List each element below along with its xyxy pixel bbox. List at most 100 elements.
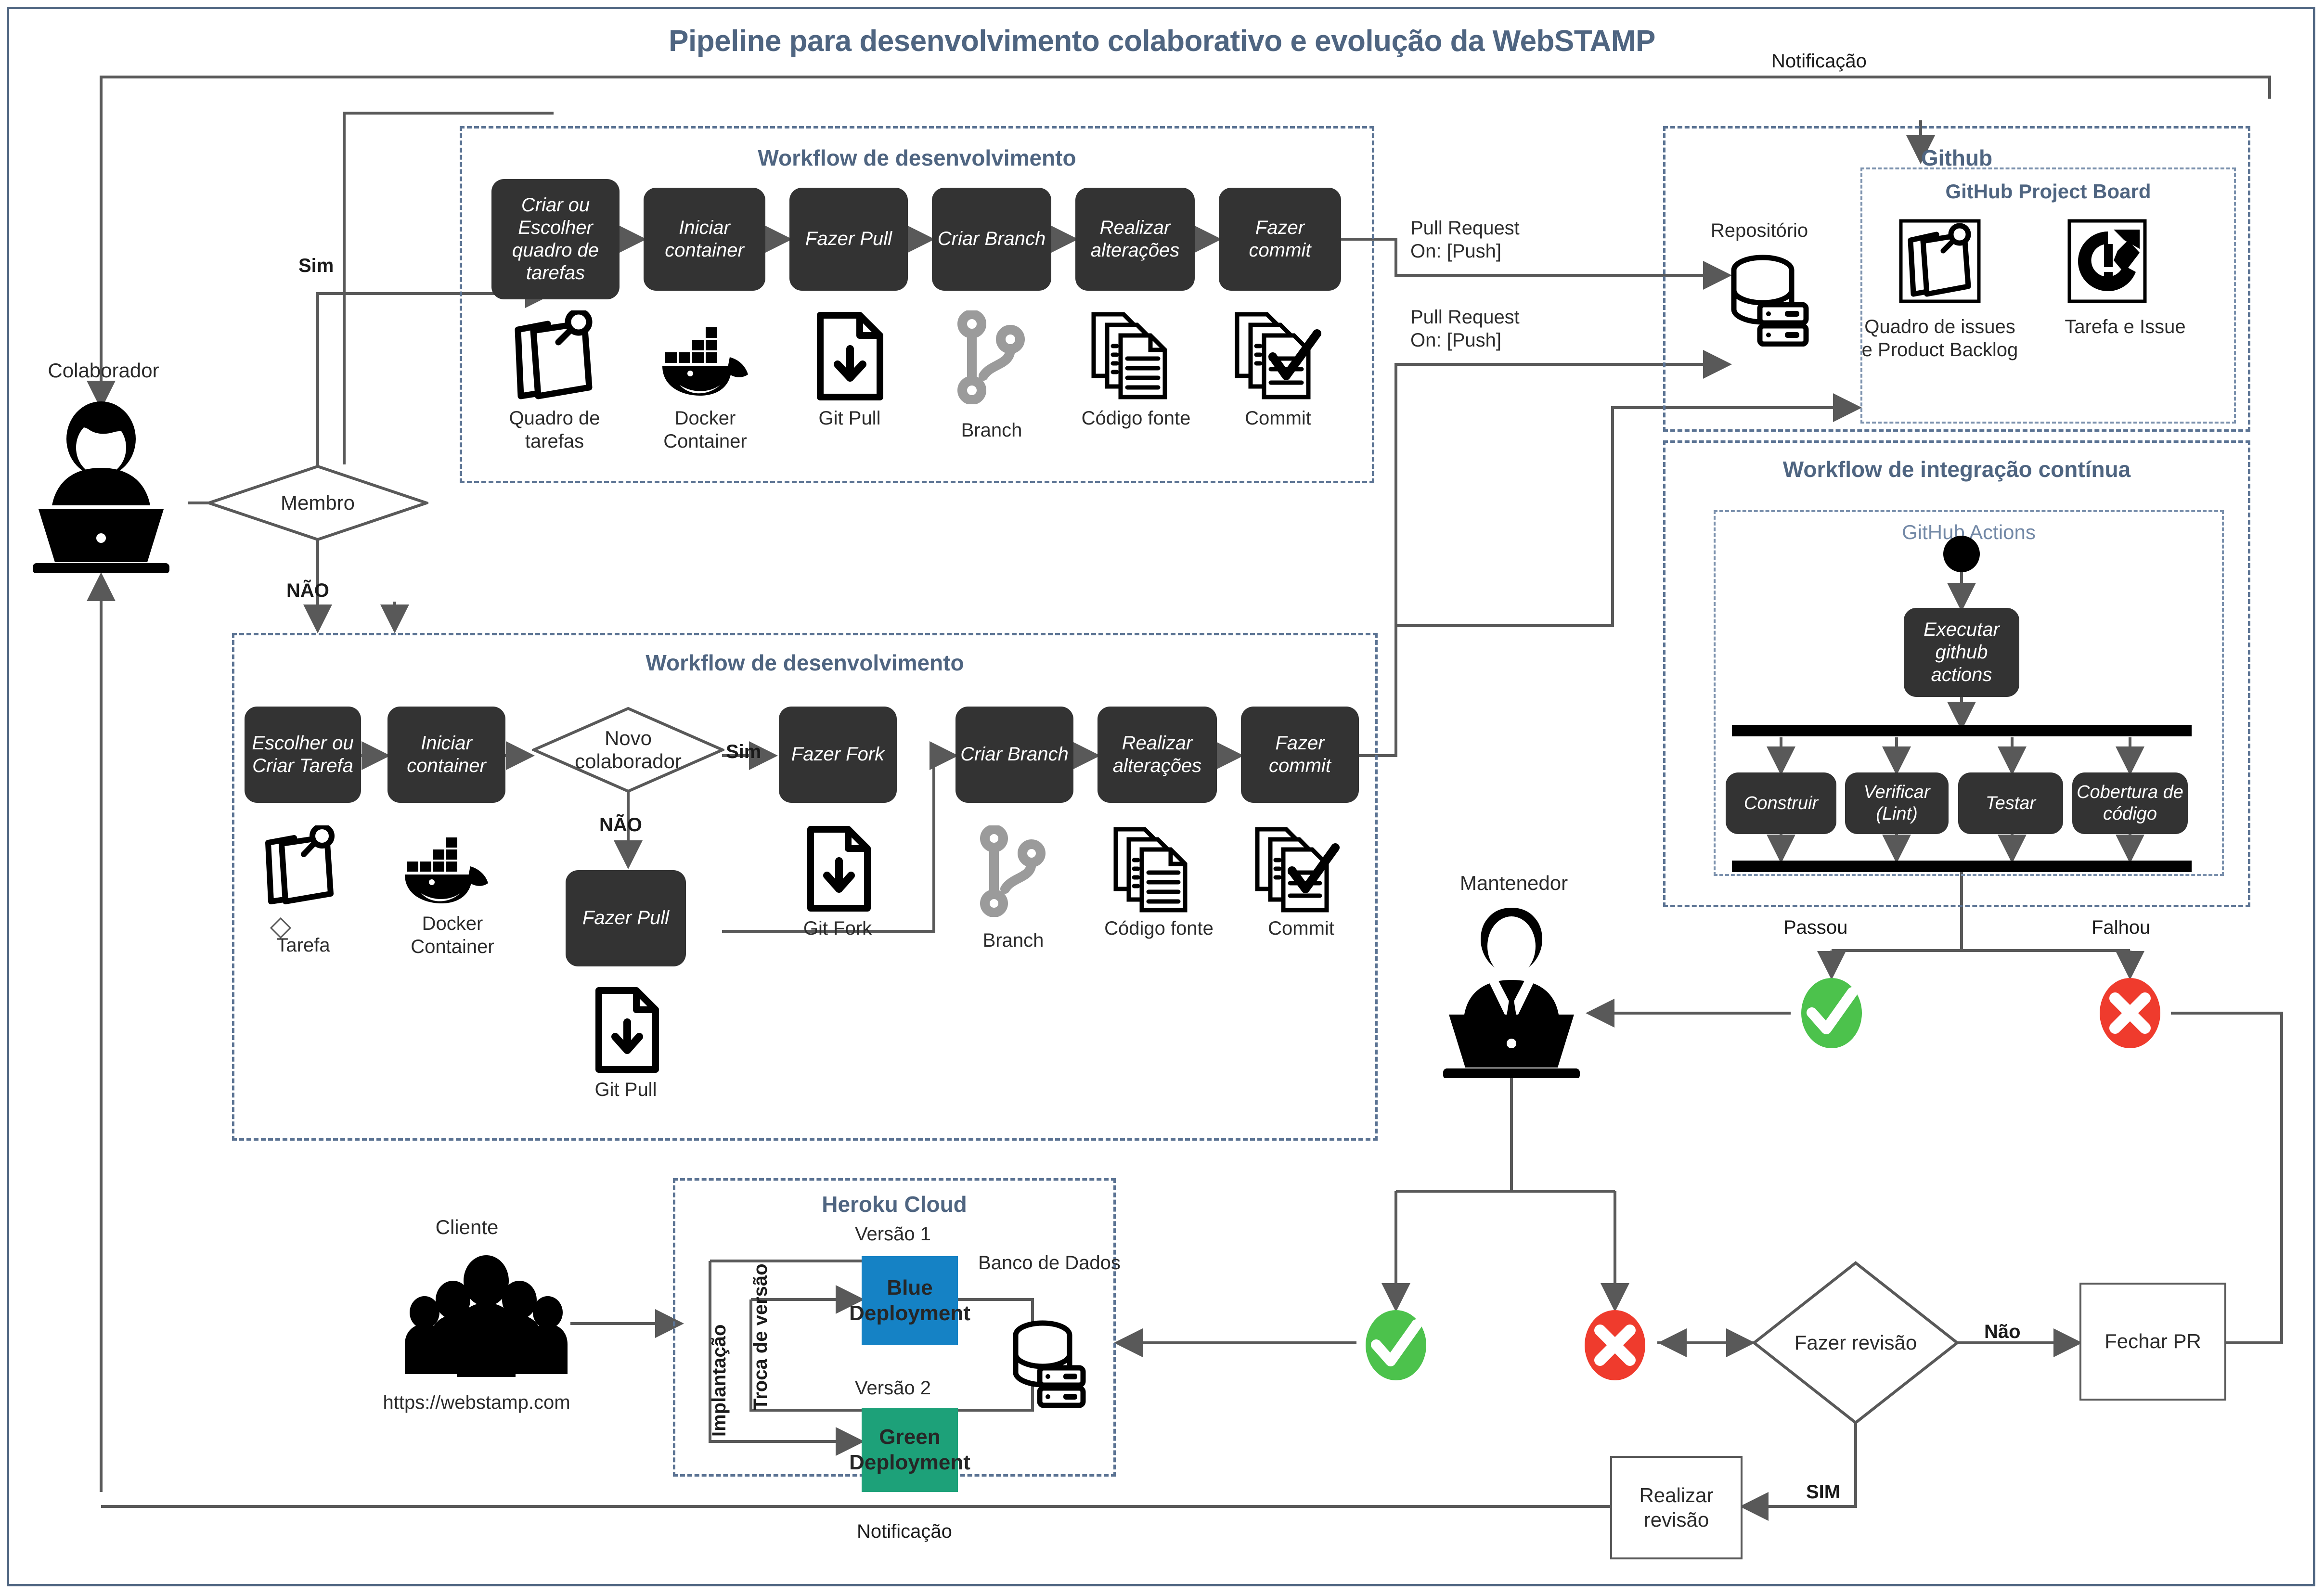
caption-branch-top: Branch [961, 420, 1022, 441]
git-pull-file-icon [813, 310, 886, 404]
box-fechar-pr[interactable]: Fechar PR [2079, 1283, 2226, 1401]
edge-label-pull-request-1: Pull Request On: [Push] [1410, 218, 1520, 262]
join-bar [1732, 861, 2192, 872]
task-board-icon [258, 823, 342, 910]
edge-label-notificacao-top: Notificação [1771, 51, 1867, 72]
step-box-realizar-alteracoes-bottom[interactable]: Realizar alterações [1097, 707, 1217, 803]
label-versao-2: Versão 2 [855, 1377, 931, 1399]
fork-bar [1732, 725, 2192, 736]
status-badge-fail-bottom [1574, 1309, 1656, 1384]
edge-label-novo-colab-sim: Sim [726, 741, 762, 762]
group-title-bottom: Workflow de desenvolvimento [646, 650, 964, 675]
label-versao-1: Versão 1 [855, 1223, 931, 1245]
diagram-frame [7, 7, 2315, 1586]
edge-label-pull-request-2: Pull Request On: [Push] [1410, 307, 1520, 351]
collaborator-person-icon [24, 399, 178, 575]
group-title-project-board: GitHub Project Board [1945, 180, 2151, 203]
page-title: Pipeline para desenvolvimento colaborati… [669, 25, 1655, 58]
edge-label-membro-nao: NÃO [286, 580, 329, 601]
ci-job-cobertura-codigo[interactable]: Cobertura de código [2072, 772, 2188, 834]
database-icon [1010, 1319, 1087, 1410]
caption-docker-container-top: Docker Container [663, 408, 747, 452]
client-url-label: https://webstamp.com [383, 1392, 570, 1413]
step-box-criar-branch-bottom[interactable]: Criar Branch [955, 707, 1073, 803]
caption-commit-bottom: Commit [1268, 918, 1334, 939]
caption-docker-container-bottom: Docker Container [411, 913, 494, 957]
git-pull-file-icon [593, 987, 660, 1076]
blue-deployment-box[interactable]: Blue Deployment [849, 1256, 970, 1345]
edge-label-notificacao-bottom: Notificação [857, 1521, 952, 1542]
decision-fazer-revisao-label: Fazer revisão [1794, 1331, 1917, 1354]
source-code-files-icon [1111, 825, 1200, 917]
box-realizar-revisao[interactable]: Realizar revisão [1610, 1456, 1743, 1559]
maintainer-person-icon [1434, 905, 1588, 1080]
edge-label-revisao-nao: Não [1984, 1321, 2021, 1342]
step-box-executar-github-actions[interactable]: Executar github actions [1904, 608, 2019, 697]
actor-label-cliente: Cliente [435, 1216, 499, 1238]
edge-label-membro-sim: Sim [298, 255, 334, 276]
group-github-project-board: GitHub Project Board [1860, 167, 2236, 424]
decision-novo-colaborador[interactable]: Novo colaborador [532, 707, 724, 793]
edge-label-novo-colab-nao: NÃO [599, 814, 642, 836]
status-badge-pass-bottom [1355, 1309, 1437, 1384]
actor-label-colaborador: Colaborador [48, 359, 159, 382]
step-box-fazer-fork[interactable]: Fazer Fork [779, 707, 897, 803]
step-box-iniciar-container-bottom[interactable]: Iniciar container [387, 707, 505, 803]
step-box-iniciar-container-top[interactable]: Iniciar container [644, 188, 765, 291]
edge-label-falhou: Falhou [2092, 917, 2151, 938]
ci-job-testar[interactable]: Testar [1958, 772, 2063, 834]
group-title-ci: Workflow de integração contínua [1782, 457, 2131, 482]
ci-job-construir[interactable]: Construir [1726, 772, 1836, 834]
caption-quadro-de-tarefas: Quadro de tarefas [509, 408, 600, 452]
commit-files-check-icon [1252, 825, 1344, 917]
decision-membro-label: Membro [280, 491, 355, 514]
task-board-icon [506, 308, 603, 404]
step-box-fazer-commit-top[interactable]: Fazer commit [1219, 188, 1341, 291]
docker-whale-icon [402, 828, 491, 910]
caption-git-fork: Git Fork [803, 918, 872, 939]
group-title-github: Github [1921, 145, 1993, 170]
repository-database-icon [1728, 253, 1810, 349]
decision-membro[interactable]: Membro [207, 464, 428, 541]
edge-label-passou: Passou [1783, 917, 1848, 938]
group-github: Github [1663, 126, 2250, 432]
git-branch-icon [978, 824, 1048, 919]
decision-fazer-revisao[interactable]: Fazer revisão [1752, 1261, 1959, 1425]
decision-novo-colaborador-label: Novo colaborador [575, 726, 682, 772]
git-fork-file-icon [805, 825, 872, 914]
actor-label-mantenedor: Mantenedor [1459, 872, 1568, 894]
step-box-realizar-alteracoes-top[interactable]: Realizar alterações [1075, 188, 1195, 291]
step-box-criar-escolher-quadro[interactable]: Criar ou Escolher quadro de tarefas [491, 179, 620, 299]
group-title-heroku: Heroku Cloud [822, 1192, 967, 1217]
status-badge-fail-ci [2089, 977, 2171, 1052]
step-box-fazer-pull-bottom[interactable]: Fazer Pull [566, 870, 686, 966]
step-box-fazer-commit-bottom[interactable]: Fazer commit [1241, 707, 1359, 803]
source-code-files-icon [1089, 310, 1180, 404]
caption-tarefa-issue: Tarefa e Issue [2065, 316, 2186, 337]
caption-commit-top: Commit [1245, 408, 1311, 429]
edge-label-revisao-sim: SIM [1806, 1481, 1841, 1503]
label-banco-de-dados: Banco de Dados [978, 1252, 1121, 1273]
caption-git-pull-bottom: Git Pull [594, 1079, 657, 1100]
group-workflow-integracao-continua: Workflow de integração contínua [1663, 440, 2250, 907]
docker-whale-icon [659, 318, 751, 402]
green-deployment-box[interactable]: Green Deployment [849, 1408, 970, 1492]
tarefa-diamond-icon [270, 917, 292, 941]
client-group-icon [402, 1254, 570, 1381]
caption-codigo-fonte-bottom: Código fonte [1104, 918, 1214, 939]
step-box-criar-branch-top[interactable]: Criar Branch [932, 188, 1051, 291]
step-box-escolher-criar-tarefa[interactable]: Escolher ou Criar Tarefa [245, 707, 361, 803]
task-issue-icon [2067, 219, 2147, 306]
label-troca-de-versao: Troca de versão [750, 1263, 771, 1410]
caption-branch-bottom: Branch [982, 930, 1044, 951]
git-branch-icon [955, 309, 1028, 407]
caption-codigo-fonte-top: Código fonte [1081, 408, 1191, 429]
caption-tarefa: Tarefa [276, 935, 330, 956]
group-workflow-desenvolvimento-top: Workflow de desenvolvimento [460, 126, 1374, 483]
step-box-fazer-pull-top[interactable]: Fazer Pull [789, 188, 908, 291]
status-badge-pass-ci [1791, 977, 1872, 1052]
ci-job-verificar-lint[interactable]: Verificar (Lint) [1845, 772, 1949, 834]
caption-git-pull-top: Git Pull [818, 408, 881, 429]
caption-quadro-issues-backlog: Quadro de issues e Product Backlog [1861, 316, 2018, 360]
